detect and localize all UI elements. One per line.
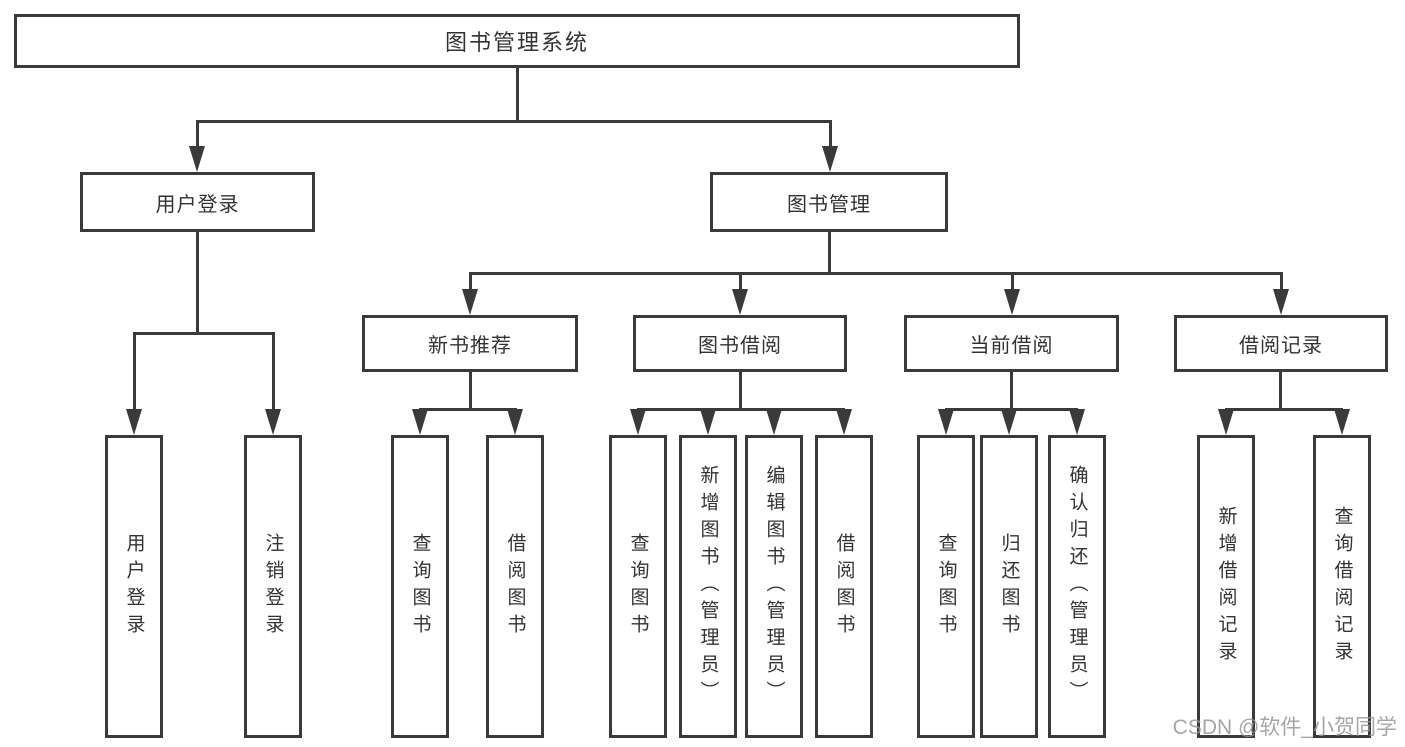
connector-line <box>469 372 472 410</box>
connector-line <box>196 120 832 123</box>
arrowhead-down-icon <box>1334 409 1350 435</box>
arrowhead-down-icon <box>507 409 523 435</box>
connector-line <box>196 120 199 148</box>
node-current-borrow: 当前借阅 <box>904 315 1119 372</box>
node-query-book-3: 查询图书 <box>917 435 975 738</box>
node-label: 新增图书（管理员） <box>697 465 719 708</box>
node-label: 确认归还（管理员） <box>1066 465 1088 708</box>
node-label: 用户登录 <box>123 532 145 641</box>
arrowhead-down-icon <box>412 409 428 435</box>
node-label: 新书推荐 <box>428 335 512 357</box>
connector-line <box>1280 272 1283 289</box>
node-label: 新增借阅记录 <box>1215 505 1237 668</box>
node-logout: 注销登录 <box>244 435 302 738</box>
node-borrow-book-1: 借阅图书 <box>486 435 544 738</box>
connector-line <box>828 232 831 274</box>
node-add-borrow-record: 新增借阅记录 <box>1197 435 1255 738</box>
connector-line <box>1225 408 1343 411</box>
arrowhead-down-icon <box>1069 409 1085 435</box>
arrowhead-down-icon <box>938 409 954 435</box>
connector-line <box>637 408 845 411</box>
arrowhead-down-icon <box>1273 289 1289 315</box>
arrowhead-down-icon <box>732 289 748 315</box>
node-label: 编辑图书（管理员） <box>763 465 785 708</box>
node-root-system: 图书管理系统 <box>14 14 1020 68</box>
connector-line <box>196 232 199 334</box>
node-label: 查询图书 <box>627 532 649 641</box>
connector-line <box>1011 272 1014 289</box>
connector-line <box>1279 372 1282 410</box>
connector-line <box>516 68 519 122</box>
node-add-book-admin: 新增图书（管理员） <box>679 435 737 738</box>
node-label: 归还图书 <box>998 532 1020 641</box>
node-label: 图书管理系统 <box>444 30 589 55</box>
arrowhead-down-icon <box>1218 409 1234 435</box>
csdn-watermark: CSDN @软件_小贺同学 <box>1172 716 1397 739</box>
arrowhead-down-icon <box>766 409 782 435</box>
node-label: 查询图书 <box>935 532 957 641</box>
node-book-management: 图书管理 <box>710 172 948 232</box>
node-user-login-leaf: 用户登录 <box>105 435 163 738</box>
node-edit-book-admin: 编辑图书（管理员） <box>745 435 803 738</box>
node-borrow-book-2: 借阅图书 <box>815 435 873 738</box>
node-borrow-record: 借阅记录 <box>1174 315 1388 372</box>
arrowhead-down-icon <box>700 409 716 435</box>
connector-line <box>1010 372 1013 410</box>
arrowhead-down-icon <box>836 409 852 435</box>
connector-line <box>469 272 1283 275</box>
arrowhead-down-icon <box>189 146 205 172</box>
node-label: 图书管理 <box>787 193 871 216</box>
node-new-book-recommend: 新书推荐 <box>362 315 578 372</box>
connector-line <box>469 272 472 289</box>
node-label: 用户登录 <box>155 193 240 216</box>
connector-line <box>739 272 742 289</box>
connector-line <box>133 332 275 335</box>
connector-line <box>272 332 275 409</box>
node-query-book-2: 查询图书 <box>609 435 667 738</box>
arrowhead-down-icon <box>1001 409 1017 435</box>
node-label: 查询借阅记录 <box>1331 505 1353 668</box>
arrowhead-down-icon <box>822 146 838 172</box>
arrowhead-down-icon <box>630 409 646 435</box>
arrowhead-down-icon <box>126 409 142 435</box>
node-confirm-return-admin: 确认归还（管理员） <box>1048 435 1106 738</box>
node-label: 借阅记录 <box>1239 335 1323 357</box>
node-label: 借阅图书 <box>504 532 526 641</box>
connector-line <box>829 120 832 148</box>
connector-line <box>739 372 742 410</box>
node-label: 当前借阅 <box>969 335 1054 357</box>
node-label: 图书借阅 <box>698 335 782 357</box>
arrowhead-down-icon <box>1004 289 1020 315</box>
connector-line <box>419 408 517 411</box>
arrowhead-down-icon <box>265 409 281 435</box>
connector-line <box>133 332 136 409</box>
node-user-login: 用户登录 <box>80 172 315 232</box>
node-query-book-1: 查询图书 <box>391 435 449 738</box>
node-return-book: 归还图书 <box>980 435 1038 738</box>
node-label: 注销登录 <box>262 532 284 641</box>
node-query-borrow-record: 查询借阅记录 <box>1313 435 1371 738</box>
node-book-borrow: 图书借阅 <box>633 315 847 372</box>
node-label: 查询图书 <box>409 532 431 641</box>
arrowhead-down-icon <box>462 289 478 315</box>
node-label: 借阅图书 <box>833 532 855 641</box>
